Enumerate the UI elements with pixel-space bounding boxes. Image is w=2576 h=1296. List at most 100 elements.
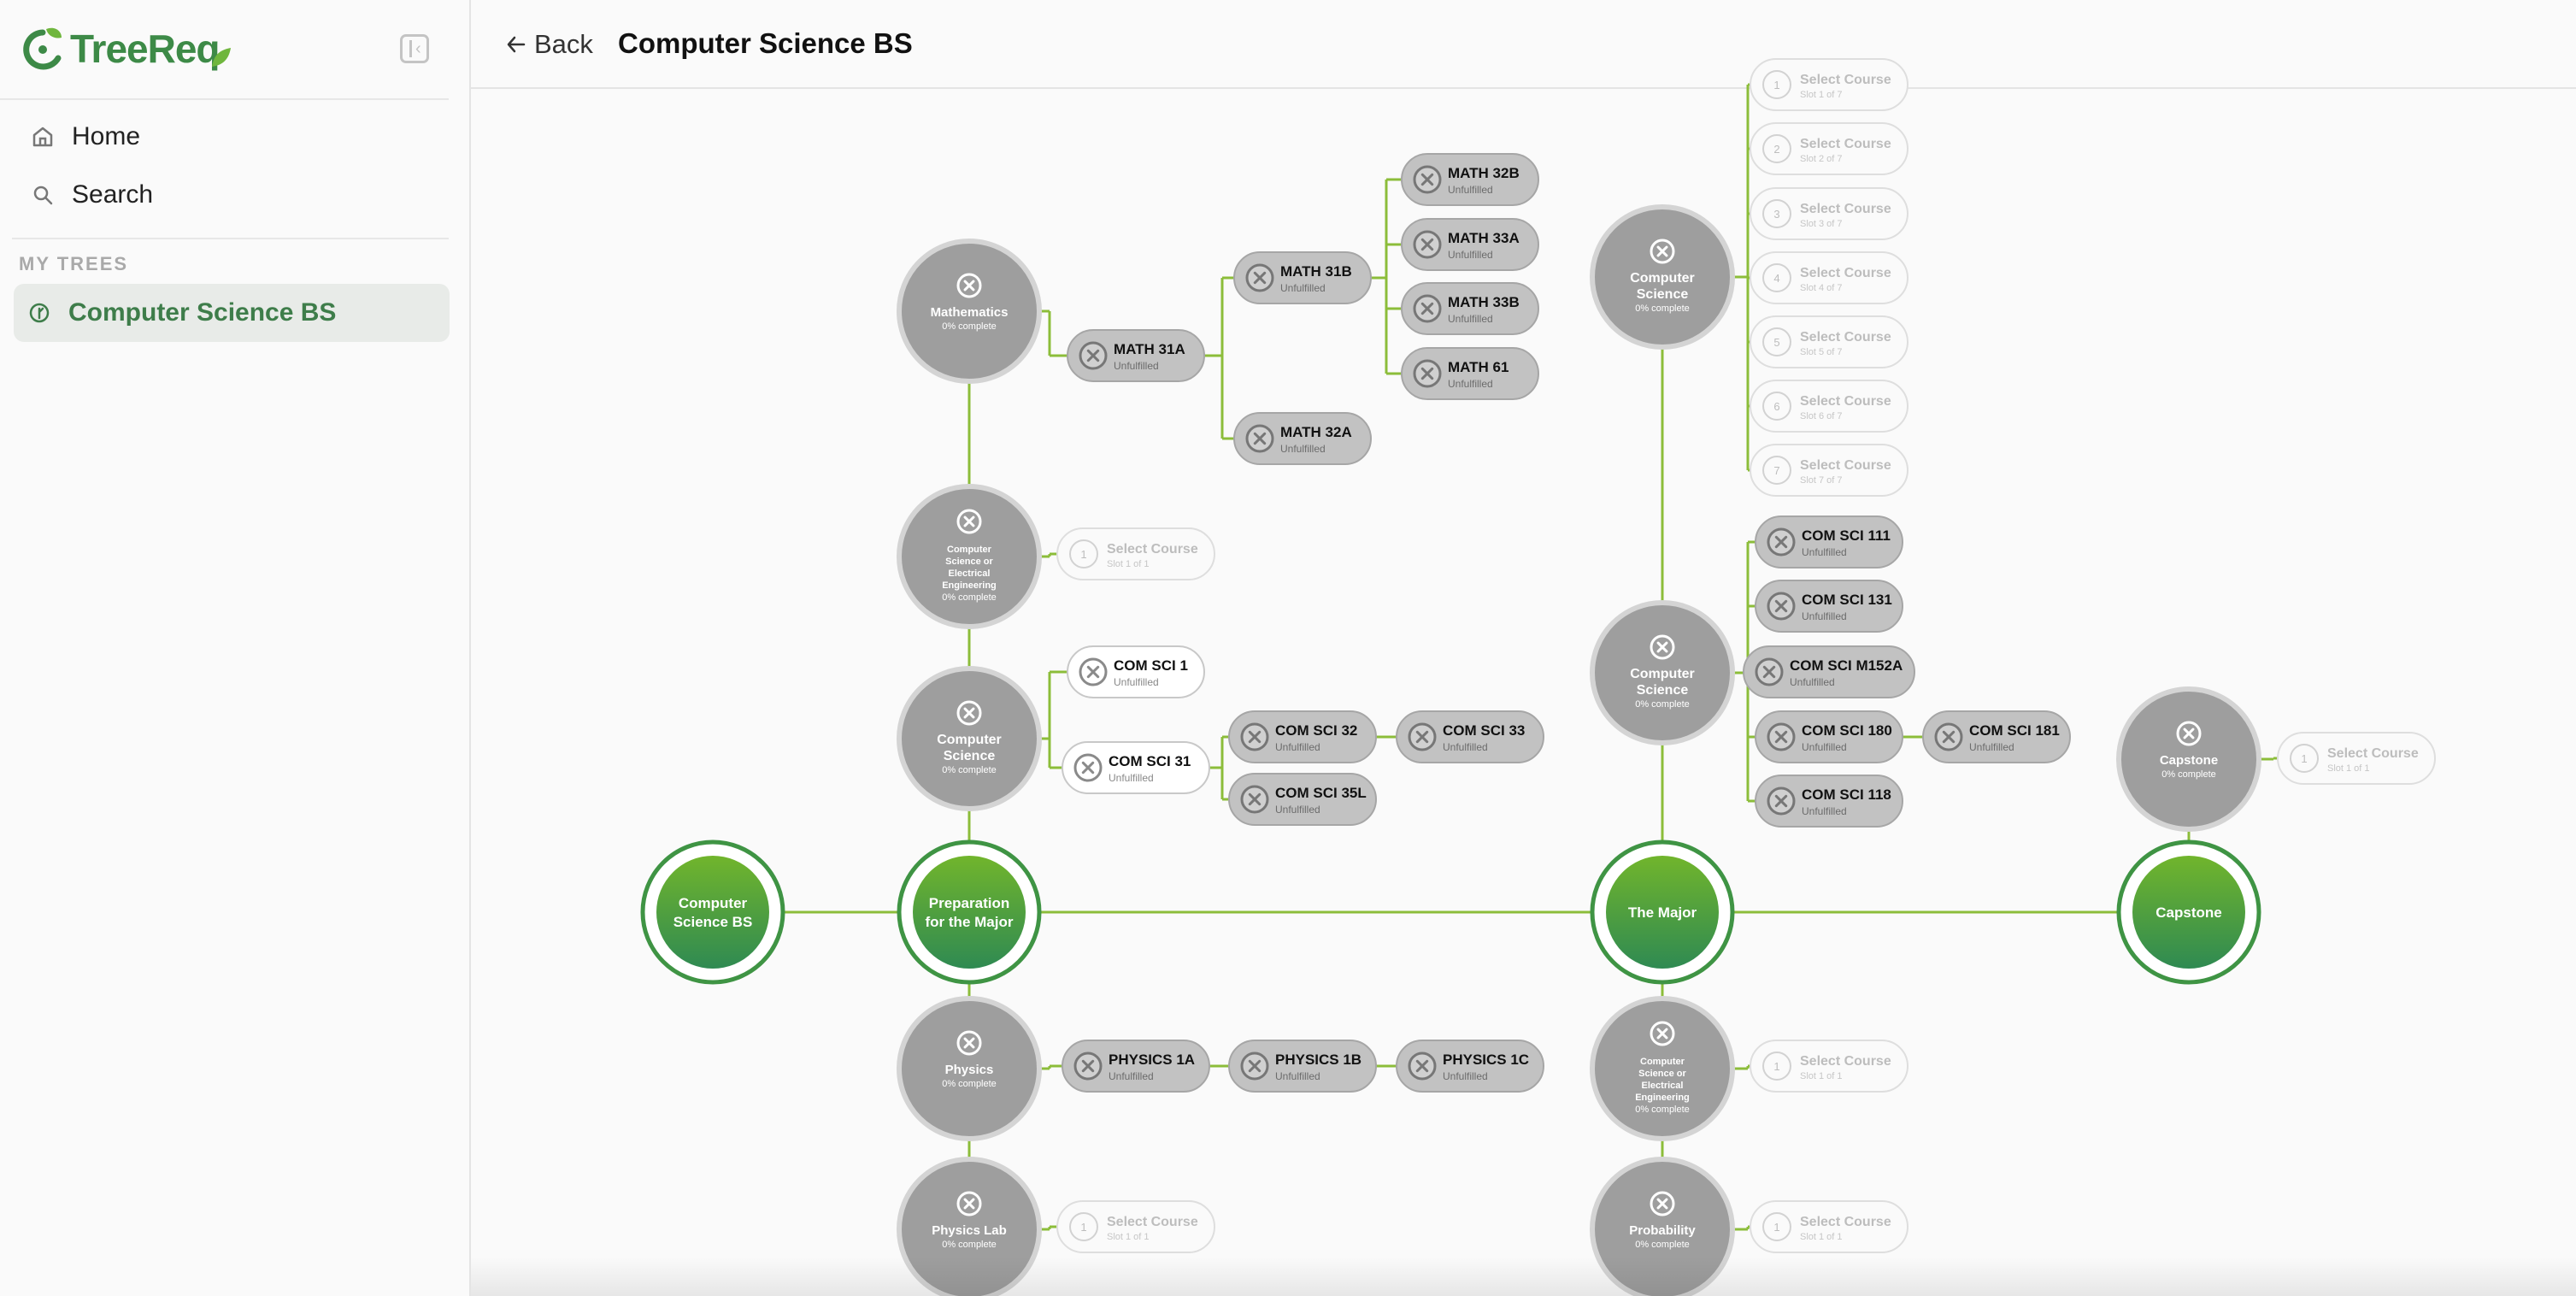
milestone-node[interactable]: Capstone xyxy=(2116,839,2261,985)
slot-number-badge xyxy=(1762,1212,1791,1241)
group-label: Computer xyxy=(1630,667,1695,681)
page-title: Computer Science BS xyxy=(618,27,913,59)
x-circle-icon xyxy=(1767,722,1796,751)
x-circle-icon xyxy=(1413,359,1442,388)
tree-logo-icon xyxy=(23,27,62,70)
slot-sub: Slot 1 of 7 xyxy=(1800,90,1843,100)
course-code: COM SCI 180 xyxy=(1802,722,1892,739)
collapse-sidebar-button[interactable]: ‹ xyxy=(400,34,429,63)
slot-sub: Slot 1 of 1 xyxy=(1800,1071,1843,1081)
x-circle-icon xyxy=(1650,239,1675,264)
group-progress: 0% complete xyxy=(1635,1105,1690,1115)
x-circle-icon xyxy=(956,1030,982,1056)
x-circle-icon xyxy=(1413,230,1442,259)
home-icon xyxy=(32,127,53,147)
x-circle-icon xyxy=(1240,722,1269,751)
slot-sub: Slot 2 of 7 xyxy=(1800,154,1843,164)
course-status: Unfulfilled xyxy=(1448,378,1493,390)
x-circle-icon xyxy=(1408,1052,1437,1081)
slot-number: 1 xyxy=(1773,1060,1779,1073)
group-label: Electrical xyxy=(1642,1081,1684,1091)
slot-label: Select Course xyxy=(1800,73,1891,87)
slot-number: 7 xyxy=(1773,464,1779,477)
slot-number-badge xyxy=(1762,199,1791,228)
slot-number: 4 xyxy=(1773,272,1779,285)
app-logo[interactable]: TreeReq xyxy=(17,24,231,75)
x-circle-icon xyxy=(1079,657,1108,686)
course-status: Unfulfilled xyxy=(1969,741,2014,753)
sidebar-item-home[interactable]: Home xyxy=(31,113,140,161)
course-status: Unfulfilled xyxy=(1443,741,1488,753)
course-status: Unfulfilled xyxy=(1114,676,1159,688)
group-label: Science or xyxy=(945,557,993,567)
group-label: Physics xyxy=(945,1063,994,1077)
slot-number: 6 xyxy=(1773,400,1779,413)
milestone-node[interactable]: The Major xyxy=(1590,839,1735,985)
course-code: COM SCI M152A xyxy=(1790,657,1903,674)
back-button[interactable]: Back xyxy=(505,29,593,60)
x-circle-icon xyxy=(956,1191,982,1216)
slot-label: Select Course xyxy=(1107,1215,1198,1229)
sidebar-item-search[interactable]: Search xyxy=(31,171,153,219)
group-progress: 0% complete xyxy=(1635,699,1690,710)
slot-number: 3 xyxy=(1773,208,1779,221)
x-circle-icon xyxy=(1245,424,1274,453)
slot-label: Select Course xyxy=(1800,137,1891,151)
sidebar-tree-label: Computer Science BS xyxy=(68,298,337,327)
group-progress: 0% complete xyxy=(942,321,997,332)
course-status: Unfulfilled xyxy=(1802,741,1847,753)
sidebar-tree-item[interactable]: Computer Science BS xyxy=(14,284,450,342)
slot-number-badge xyxy=(1762,392,1791,421)
x-circle-icon xyxy=(1245,263,1274,292)
course-code: COM SCI 131 xyxy=(1802,592,1892,608)
course-code: PHYSICS 1B xyxy=(1275,1052,1362,1068)
group-label: Computer xyxy=(947,545,992,555)
